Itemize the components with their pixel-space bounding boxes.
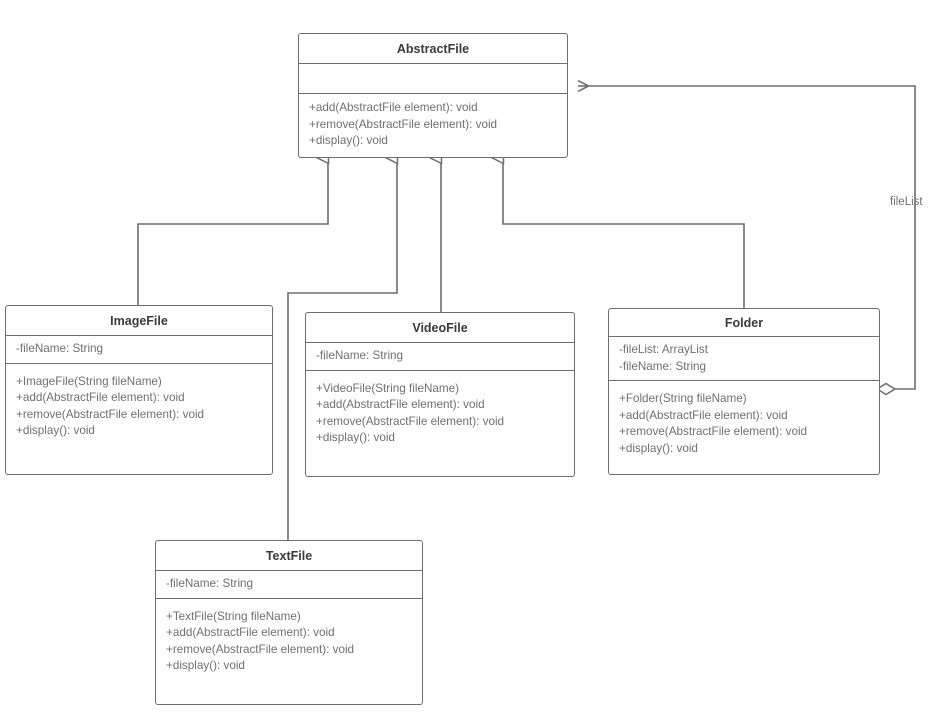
operation-row: +remove(AbstractFile element): void (619, 425, 808, 438)
class-textfile-operations: +TextFile(String fileName) +add(Abstract… (156, 599, 422, 681)
class-imagefile-title: ImageFile (6, 306, 272, 336)
attribute-row: -fileName: String (619, 359, 707, 373)
operation-row: +add(AbstractFile element): void (16, 391, 185, 404)
attribute-row: -fileName: String (16, 342, 104, 355)
operation-row: +remove(AbstractFile element): void (316, 414, 505, 428)
operation-row: +display(): void (309, 134, 388, 147)
generalization-imagefile (137, 158, 328, 305)
operation-row: +TextFile(String fileName) (166, 609, 301, 623)
operation-row: +display(): void (16, 424, 95, 437)
operation-row: +add(AbstractFile element): void (309, 101, 478, 114)
generalization-folder (503, 158, 745, 308)
class-imagefile-operations: +ImageFile(String fileName) +add(Abstrac… (6, 364, 272, 446)
class-textfile-attributes: -fileName: String (156, 571, 422, 599)
operation-row: +add(AbstractFile element): void (316, 398, 485, 411)
class-abstractfile[interactable]: AbstractFile +add(AbstractFile element):… (298, 33, 568, 158)
class-videofile[interactable]: VideoFile -fileName: String +VideoFile(S… (305, 312, 575, 477)
operation-row: +Folder(String fileName) (619, 392, 747, 405)
attribute-row: -fileName: String (316, 349, 404, 362)
operation-row: +remove(AbstractFile element): void (166, 642, 355, 656)
operation-row: +ImageFile(String fileName) (16, 374, 162, 388)
attribute-row: -fileList: ArrayList (619, 343, 708, 356)
class-abstractfile-attributes (299, 64, 567, 94)
class-abstractfile-title: AbstractFile (299, 34, 567, 64)
class-textfile[interactable]: TextFile -fileName: String +TextFile(Str… (155, 540, 423, 705)
class-folder-operations: +Folder(String fileName) +add(AbstractFi… (609, 381, 879, 463)
aggregation-label: fileList (890, 196, 923, 208)
aggregation-folder-abstractfile (578, 86, 916, 396)
class-folder[interactable]: Folder -fileList: ArrayList -fileName: S… (608, 308, 880, 475)
class-folder-attributes: -fileList: ArrayList -fileName: String (609, 337, 879, 381)
class-imagefile[interactable]: ImageFile -fileName: String +ImageFile(S… (5, 305, 273, 475)
operation-row: +VideoFile(String fileName) (316, 381, 460, 395)
class-videofile-operations: +VideoFile(String fileName) +add(Abstrac… (306, 371, 574, 453)
class-abstractfile-operations: +add(AbstractFile element): void +remove… (299, 94, 567, 156)
class-folder-title: Folder (609, 309, 879, 337)
class-videofile-title: VideoFile (306, 313, 574, 343)
operation-row: +display(): void (316, 431, 395, 444)
attribute-row: -fileName: String (166, 577, 254, 590)
operation-row: +add(AbstractFile element): void (166, 626, 335, 639)
operation-row: +remove(AbstractFile element): void (16, 407, 205, 421)
class-textfile-title: TextFile (156, 541, 422, 571)
class-imagefile-attributes: -fileName: String (6, 336, 272, 364)
operation-row: +remove(AbstractFile element): void (309, 117, 498, 131)
generalization-textfile (287, 158, 397, 540)
operation-row: +display(): void (619, 441, 698, 455)
operation-row: +add(AbstractFile element): void (619, 408, 788, 422)
operation-row: +display(): void (166, 659, 245, 672)
class-videofile-attributes: -fileName: String (306, 343, 574, 371)
